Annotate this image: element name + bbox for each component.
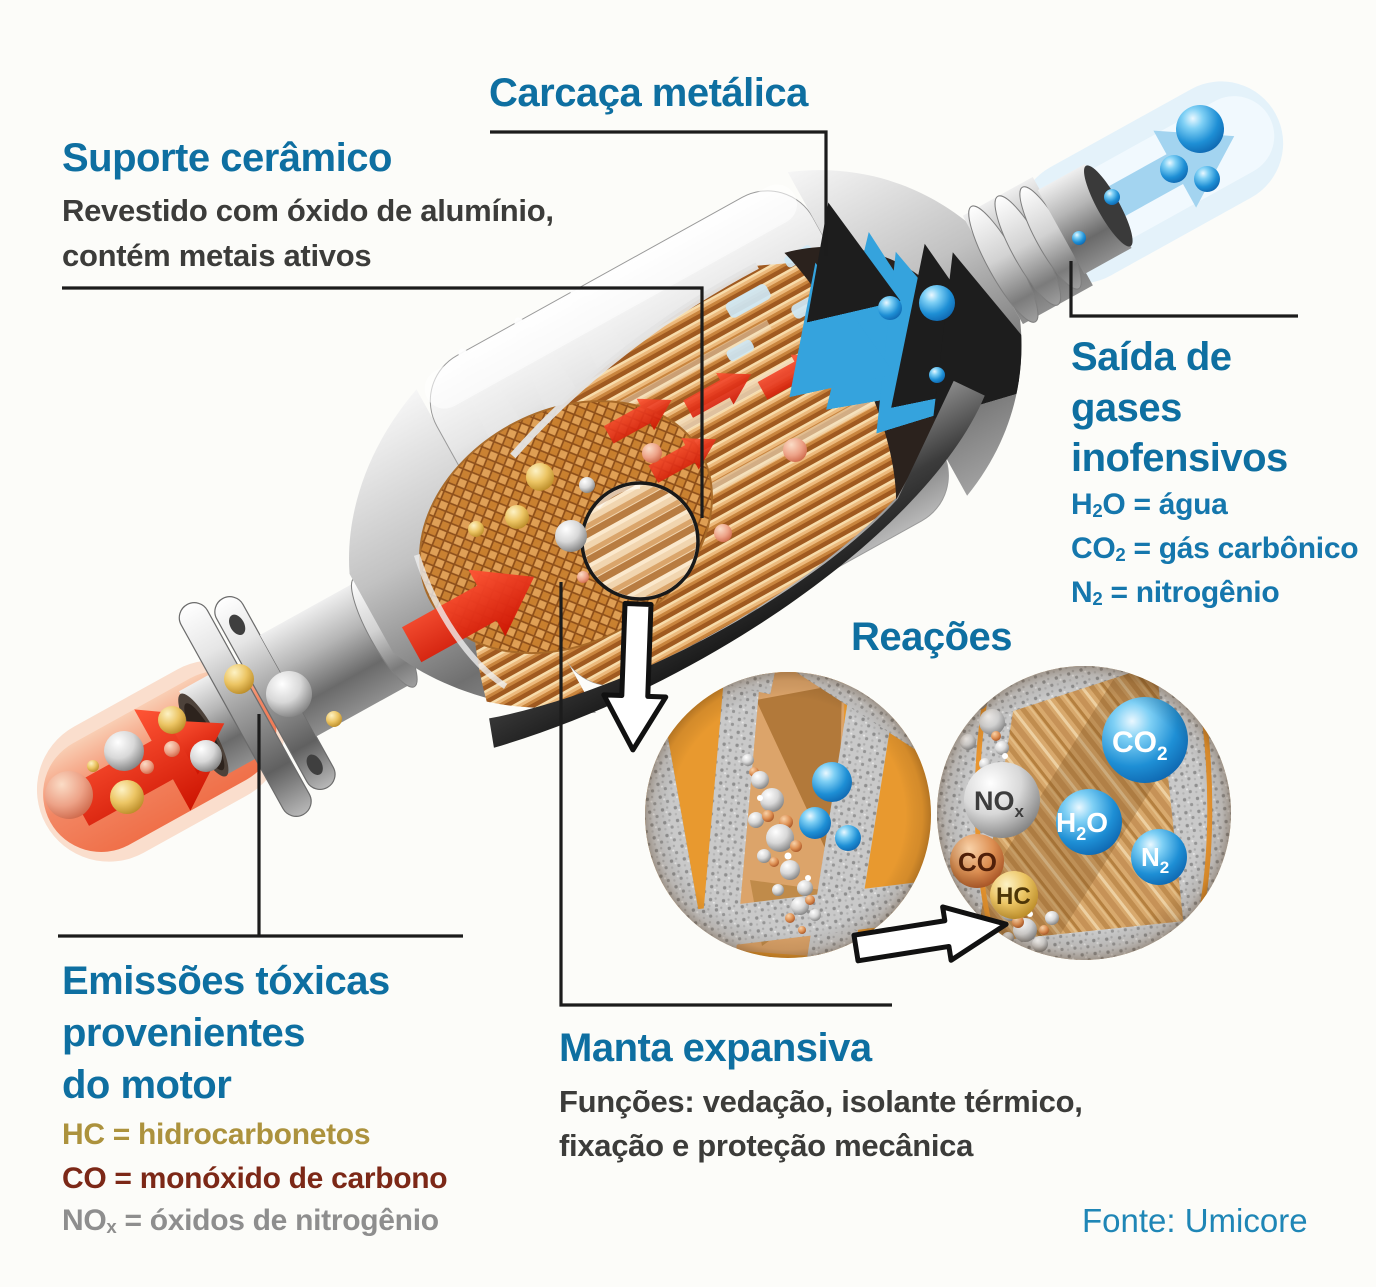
saida-item-h2o: H2O = água — [1071, 488, 1228, 522]
leader-manta — [559, 582, 892, 1007]
zoom-down-arrow — [601, 601, 669, 753]
manta-desc-1: Funções: vedação, isolante térmico, — [559, 1084, 1083, 1119]
label-emissoes-line2: provenientes — [62, 1011, 305, 1055]
flange-bolt-hole — [306, 754, 323, 775]
saida-item-co2: CO2 = gás carbônico — [1071, 532, 1359, 566]
reaction-direction-arrow — [851, 904, 1009, 964]
leader-emissoes — [58, 714, 463, 938]
legend-hc: HC = hidrocarbonetos — [62, 1118, 371, 1151]
label-manta-expansiva: Manta expansiva — [559, 1026, 872, 1070]
suporte-desc-1: Revestido com óxido de alumínio, — [62, 193, 554, 228]
label-saida-line2: gases — [1071, 386, 1182, 430]
legend-co: CO = monóxido de carbono — [62, 1162, 448, 1195]
leader-saida — [1069, 261, 1298, 318]
shell-underside — [489, 380, 985, 748]
label-carcaca-metalica: Carcaça metálica — [489, 71, 808, 115]
label-suporte-ceramico: Suporte cerâmico — [62, 136, 392, 180]
flange-bolt-hole — [229, 614, 246, 636]
source-credit: Fonte: Umicore — [1082, 1202, 1308, 1239]
cutaway-interior — [401, 202, 1060, 720]
leader-carcaca — [490, 130, 828, 256]
legend-nox: NOx = óxidos de nitrogênio — [62, 1204, 439, 1238]
label-reacoes: Reações — [851, 615, 1013, 659]
label-saida-line1: Saída de — [1071, 335, 1232, 379]
leader-suporte — [62, 286, 704, 518]
label-emissoes-line1: Emissões tóxicas — [62, 959, 390, 1003]
saida-item-n2: N2 = nitrogênio — [1071, 576, 1280, 610]
inlet-flow-arrow — [401, 569, 535, 663]
label-emissoes-line3: do motor — [62, 1063, 232, 1107]
label-saida-line3: inofensivos — [1071, 436, 1288, 480]
suporte-desc-2: contém metais ativos — [62, 238, 372, 273]
reaction-inset-after: NOx CO HC CO2 H2O N2 — [937, 666, 1231, 960]
leader-lines — [58, 130, 1298, 1007]
gas-molecule-spheres — [45, 105, 1224, 819]
magnifier-lens — [580, 481, 700, 601]
manta-desc-2: fixação e proteção mecânica — [559, 1128, 974, 1163]
